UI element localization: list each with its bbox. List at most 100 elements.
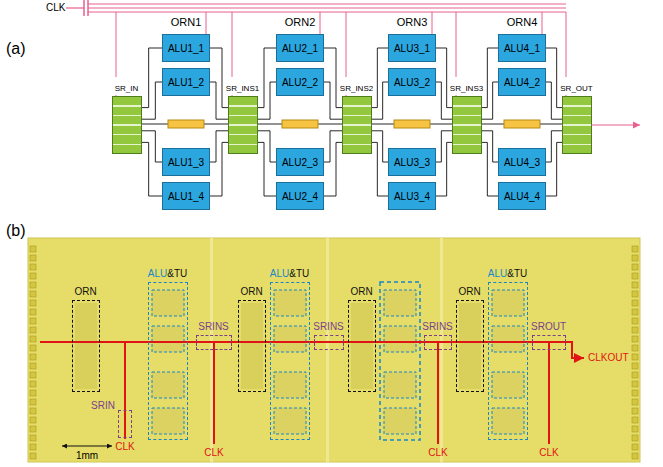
- block-label: ALU: [488, 268, 507, 279]
- layout-region: ORN: [72, 300, 100, 392]
- alu-box: ALU4_1: [498, 34, 546, 62]
- signal-wire: [142, 131, 162, 162]
- bond-pad: [632, 372, 638, 378]
- alu-cell: [274, 290, 306, 316]
- alu-box: ALU4_4: [498, 182, 546, 210]
- bond-pad: [632, 255, 638, 261]
- alu-cell: [384, 326, 416, 352]
- node-heading: SRIN: [91, 395, 115, 413]
- signal-wire: [436, 142, 452, 196]
- alu-box: ALU3_3: [388, 148, 436, 176]
- node-heading: ALU&TU: [488, 263, 527, 281]
- signal-wire: [258, 48, 276, 108]
- die-seam: [326, 238, 329, 462]
- layout-region: SRINS: [196, 335, 232, 350]
- alu-box: ALU4_2: [498, 68, 546, 96]
- die-seam: [210, 238, 213, 462]
- bond-pad: [632, 273, 638, 279]
- block-label: ALU: [270, 268, 289, 279]
- logic-area: [75, 303, 97, 389]
- signal-wire: [142, 48, 162, 108]
- bond-pad: [30, 327, 36, 333]
- bond-pad: [632, 345, 638, 351]
- shift-register: SR_INS1: [228, 96, 258, 154]
- bond-pad: [30, 390, 36, 396]
- block-label: SRIN: [91, 400, 115, 411]
- bond-pad: [30, 444, 36, 450]
- layout-region: SRINS: [424, 335, 452, 350]
- alu-cell: [384, 290, 416, 316]
- signal-wire: [318, 124, 342, 125]
- signal-wire: [324, 142, 342, 196]
- stage-name: ORN3: [395, 16, 430, 28]
- alu-name: ALU4_2: [504, 77, 540, 88]
- layout-region: ORN: [238, 300, 266, 392]
- clock-route: [124, 342, 126, 439]
- bond-pad: [30, 300, 36, 306]
- shift-register: SR_INS3: [452, 96, 482, 154]
- signal-wire: [372, 142, 388, 196]
- signal-wire: [430, 124, 452, 125]
- bond-pad: [632, 408, 638, 414]
- bond-pad: [632, 354, 638, 360]
- node-heading: SR_INS2: [339, 77, 374, 95]
- bond-pad: [632, 363, 638, 369]
- alu-region: [380, 282, 420, 440]
- signal-wire: [210, 142, 228, 196]
- bond-pad: [632, 426, 638, 432]
- alu-cell: [492, 372, 524, 398]
- signal-wire: [372, 48, 388, 108]
- alu-cell: [152, 290, 184, 316]
- alu-name: ALU1_2: [168, 77, 204, 88]
- alu-name: ALU3_1: [394, 43, 430, 54]
- bond-pad: [632, 435, 638, 441]
- signal-name: CLK: [115, 441, 134, 452]
- node-heading: SRINS: [422, 316, 453, 334]
- signal-name: CLKOUT: [588, 352, 629, 363]
- signal-wire: [482, 142, 498, 196]
- block-label: ORN: [458, 286, 480, 297]
- bond-pad: [632, 318, 638, 324]
- clock-route: [40, 341, 572, 343]
- signal-wire: [142, 82, 162, 119]
- clock-route: [548, 342, 550, 444]
- bond-pad: [632, 444, 638, 450]
- alu-box: ALU2_2: [276, 68, 324, 96]
- node-heading: SROUT: [531, 316, 566, 334]
- layout-region: SRIN: [118, 410, 132, 438]
- alu-cell: [274, 408, 306, 434]
- shift-register: SR_INS2: [342, 96, 372, 154]
- alu-name: ALU2_1: [282, 43, 318, 54]
- chip-photo: [28, 238, 640, 462]
- alu-box: ALU3_4: [388, 182, 436, 210]
- register-name: SR_INS3: [450, 84, 483, 93]
- node-heading: SR_OUT: [559, 77, 593, 95]
- signal-wire: [142, 124, 168, 125]
- alu-name: ALU1_1: [168, 43, 204, 54]
- bond-pad: [632, 300, 638, 306]
- signal-wire: [258, 142, 276, 196]
- alu-name: ALU2_3: [282, 157, 318, 168]
- bond-pad: [632, 327, 638, 333]
- alu-name: ALU3_3: [394, 157, 430, 168]
- bond-pad: [30, 309, 36, 315]
- bond-pad: [30, 363, 36, 369]
- logic-area: [241, 303, 263, 389]
- bond-pad: [30, 399, 36, 405]
- alu-cell: [384, 372, 416, 398]
- bond-pad: [632, 336, 638, 342]
- register-name: SR_OUT: [560, 84, 592, 93]
- alu-box: ALU1_2: [162, 68, 210, 96]
- node-heading: SR_INS3: [449, 77, 484, 95]
- alu-name: ALU4_3: [504, 157, 540, 168]
- block-label: ALU: [148, 268, 167, 279]
- bond-pad: [30, 345, 36, 351]
- signal-wire: [258, 82, 276, 119]
- bond-pad: [632, 390, 638, 396]
- logic-area: [459, 303, 481, 389]
- block-label: SRINS: [198, 321, 229, 332]
- alu-name: ALU4_4: [504, 191, 540, 202]
- bond-pad: [30, 336, 36, 342]
- layout-region: ALU&TU: [148, 282, 188, 440]
